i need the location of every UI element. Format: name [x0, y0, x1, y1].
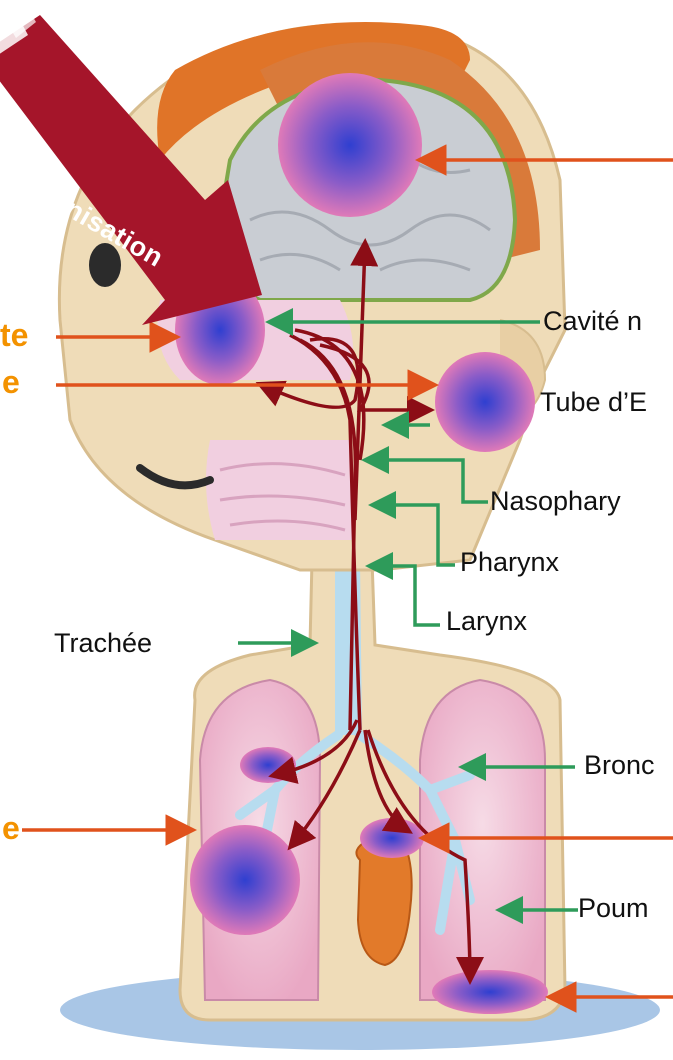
infection-lung-upper: [240, 747, 296, 783]
infection-ear: [435, 352, 535, 452]
infection-lung-left: [190, 825, 300, 935]
label-poumon: Poum: [578, 895, 649, 922]
label-nasopharynx: Nasophary: [490, 488, 621, 515]
infection-central: [360, 818, 424, 858]
label-trachee: Trachée: [54, 630, 152, 657]
orange-label-1: te: [0, 319, 28, 351]
infection-brain: [278, 73, 422, 217]
label-pharynx: Pharynx: [460, 549, 559, 576]
label-larynx: Larynx: [446, 608, 527, 635]
orange-label-3: e: [2, 812, 20, 844]
orange-label-2: e: [2, 366, 20, 398]
mouth-cavity: [206, 440, 355, 540]
right-lung: [420, 680, 545, 1000]
infection-lung-base: [432, 970, 548, 1014]
label-cavite: Cavité n: [543, 308, 642, 335]
label-bronches: Bronc: [584, 752, 655, 779]
label-tube: Tube d’E: [540, 389, 647, 416]
